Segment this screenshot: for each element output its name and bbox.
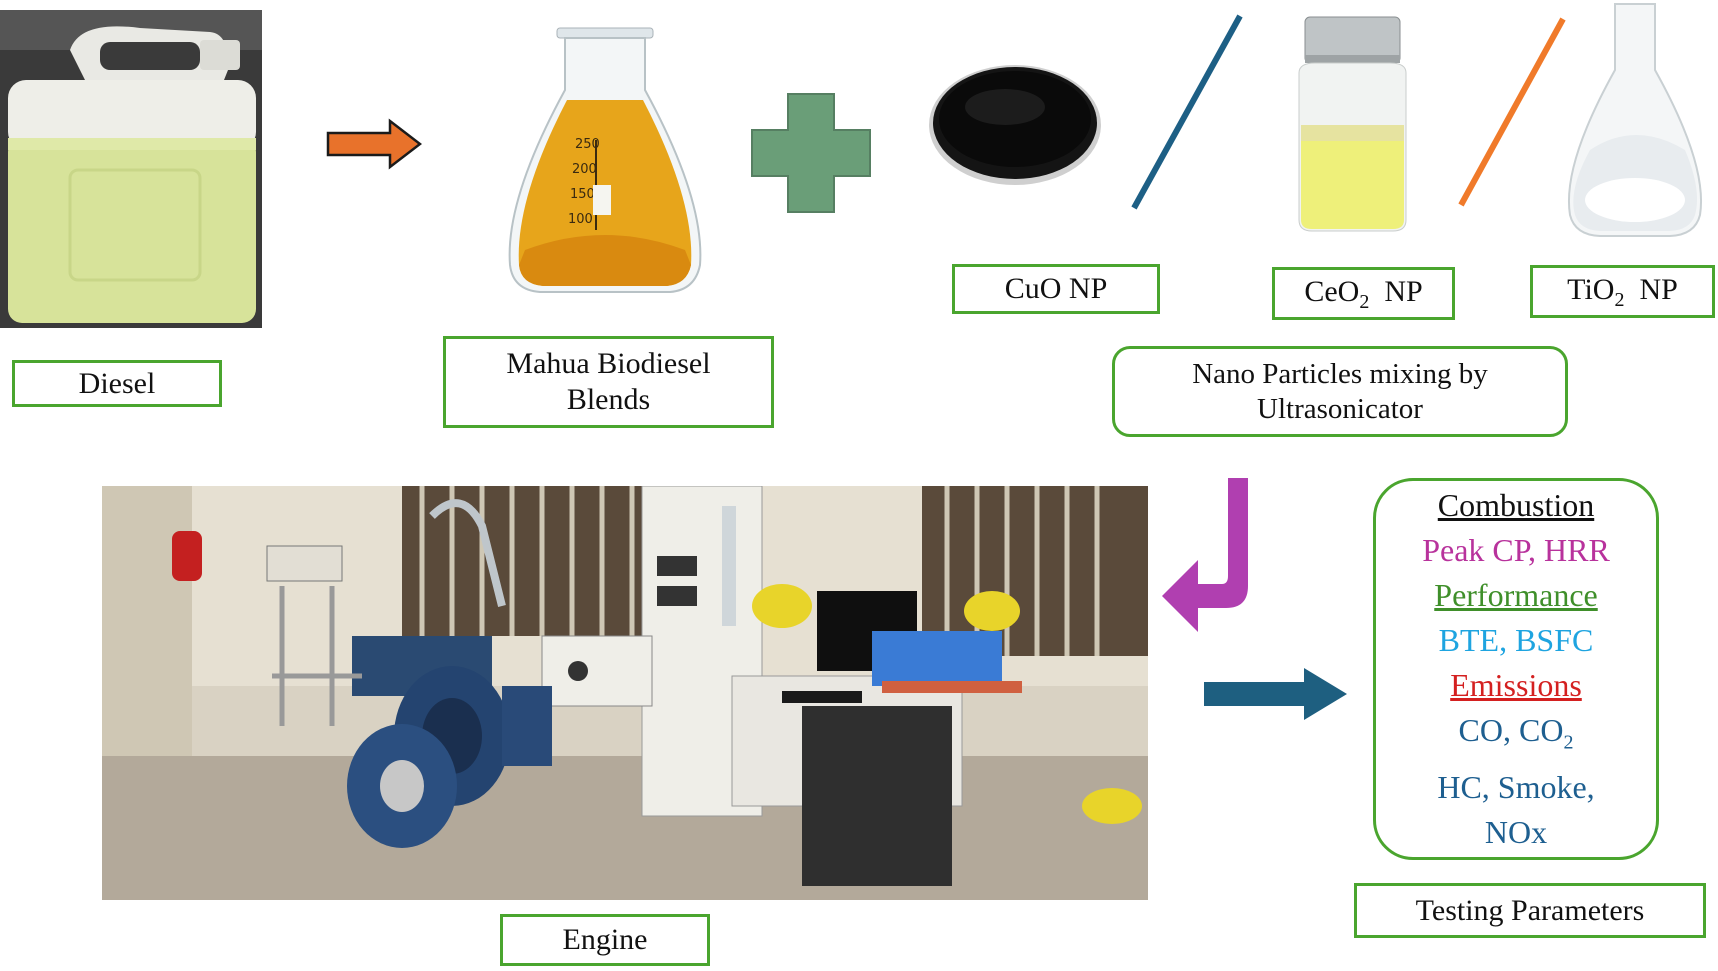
combustion-items: Peak CP, HRR	[1422, 531, 1610, 568]
ceo2-label-text: CeO2 NP	[1304, 274, 1423, 313]
svg-text:100: 100	[568, 212, 593, 227]
nano-mixing-label: Nano Particles mixing by Ultrasonicator	[1112, 346, 1568, 437]
ceo2-jar-image	[1298, 16, 1407, 232]
cuo-np-label: CuO NP	[952, 264, 1160, 314]
cuo-label-text: CuO NP	[1004, 272, 1108, 305]
mahua-label-line1: Mahua Biodiesel	[506, 347, 711, 380]
mahua-flask-image: 250 200 150 100	[508, 27, 702, 293]
testing-parameters-panel: Combustion Peak CP, HRR Performance BTE,…	[1373, 478, 1659, 860]
mahua-biodiesel-label: Mahua Biodiesel Blends	[443, 336, 774, 428]
performance-items: BTE, BSFC	[1438, 621, 1594, 658]
diesel-can-photo	[0, 10, 262, 328]
testing-label-text: Testing Parameters	[1415, 893, 1645, 927]
emissions-items-line2: HC, Smoke,	[1437, 769, 1595, 806]
engine-label: Engine	[500, 914, 710, 966]
diesel-label-text: Diesel	[78, 366, 156, 400]
mahua-label-line2: Blends	[566, 383, 651, 416]
nano-label-line1: Nano Particles mixing by	[1192, 357, 1488, 390]
tio2-flask-image	[1567, 3, 1703, 237]
svg-text:150: 150	[570, 187, 595, 202]
emissions-items-line3: NOx	[1484, 814, 1548, 851]
nano-label-line2: Ultrasonicator	[1257, 392, 1423, 425]
right-arrow-icon	[326, 118, 422, 170]
tio2-np-label: TiO2 NP	[1530, 265, 1715, 318]
down-left-arrow-icon	[1162, 478, 1248, 632]
engine-photo	[102, 486, 1148, 900]
combustion-heading: Combustion	[1437, 486, 1595, 523]
plus-icon	[751, 93, 871, 213]
performance-heading: Performance	[1434, 576, 1598, 613]
emissions-items-line1: CO, CO2	[1458, 711, 1574, 754]
testing-parameters-label: Testing Parameters	[1354, 883, 1706, 938]
ceo2-np-label: CeO2 NP	[1272, 267, 1455, 320]
cuo-dish-image	[929, 65, 1101, 185]
right-arrow-icon	[1204, 668, 1347, 720]
slash-divider-orange	[1458, 17, 1566, 207]
engine-label-text: Engine	[562, 923, 648, 956]
svg-text:250: 250	[575, 137, 600, 152]
slash-divider-blue	[1131, 14, 1243, 210]
svg-text:200: 200	[572, 162, 597, 177]
diesel-label: Diesel	[12, 360, 222, 407]
tio2-label-text: TiO2 NP	[1567, 272, 1678, 311]
emissions-heading: Emissions	[1450, 666, 1582, 703]
